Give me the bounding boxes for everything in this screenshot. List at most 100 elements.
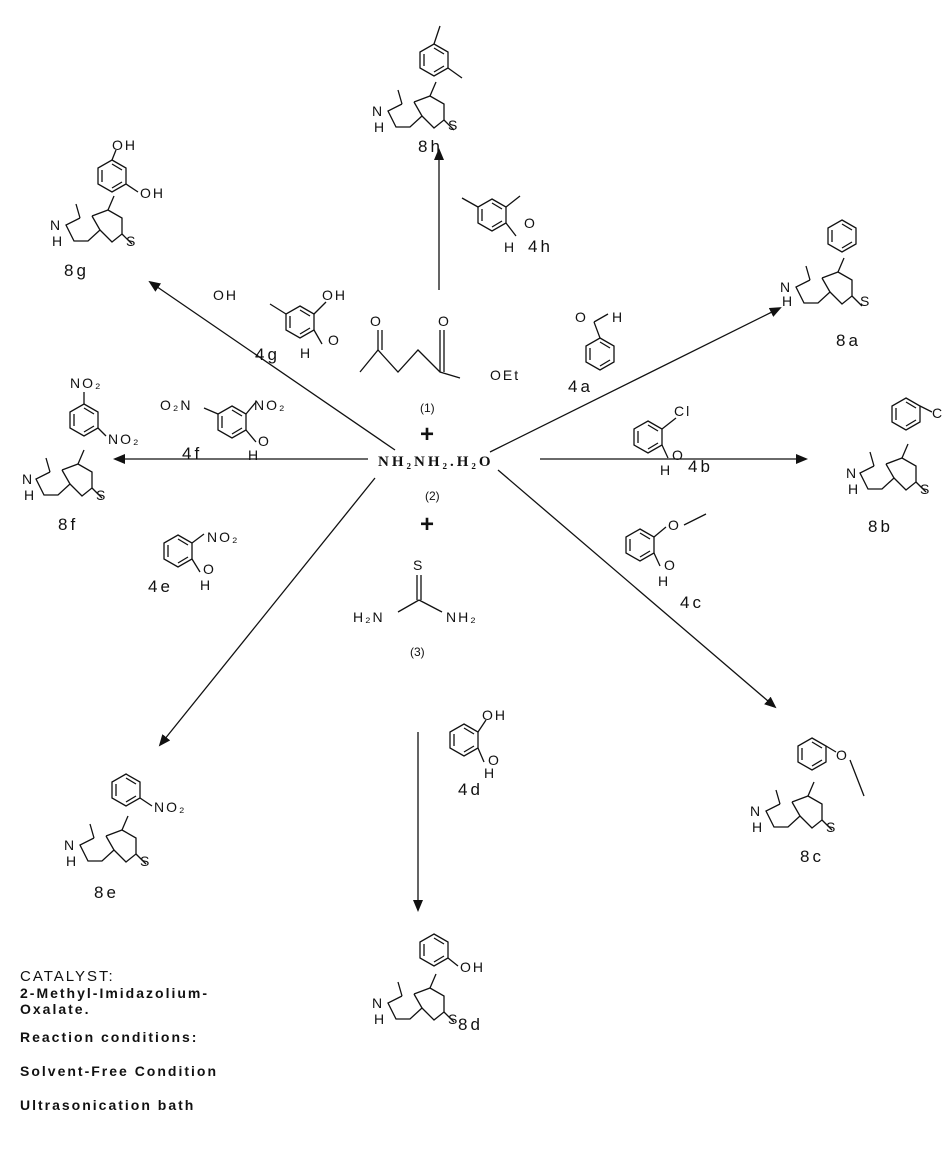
aldehyde-4c-label: 4c xyxy=(680,593,704,612)
conditions-heading: Reaction conditions: xyxy=(20,1029,199,1045)
aldehyde-4f-label: 4f xyxy=(182,444,202,463)
aldehyde-4f-o2n: O₂N xyxy=(160,397,192,413)
aldehyde-4c-o: O xyxy=(668,517,681,533)
plus-sign-2: + xyxy=(420,511,434,538)
aldehyde-4h-structure xyxy=(461,195,521,237)
hydrazine-hydrate: NH₂NH₂.H₂O xyxy=(378,454,494,470)
product-8b-n: N xyxy=(846,465,858,481)
product-8f-no2: NO₂ xyxy=(108,431,140,447)
ester-ketone-o: O xyxy=(370,313,383,329)
plus-sign-1: + xyxy=(420,421,434,448)
catalyst-name-line-2: Oxalate. xyxy=(20,1001,91,1017)
product-8g-structure xyxy=(65,149,139,245)
thiourea-s: S xyxy=(413,557,424,573)
aldehyde-4a-label: 4a xyxy=(568,377,593,396)
thiourea-nh2-left: H₂N xyxy=(353,609,385,625)
aldehyde-4f-o: O xyxy=(258,433,271,449)
product-8b-h: H xyxy=(848,481,860,497)
product-8f-s: S xyxy=(96,487,107,503)
arrow-to-8c xyxy=(497,469,777,709)
aldehyde-4d-oh: OH xyxy=(482,707,507,723)
thiourea-nh2-right: NH₂ xyxy=(446,609,478,625)
reagent-1-label: (1) xyxy=(420,401,435,415)
ester-carbonyl-o: O xyxy=(438,313,451,329)
product-8d-s: S xyxy=(448,1011,459,1027)
product-8d-label: 8d xyxy=(458,1015,483,1034)
product-8f-n: N xyxy=(22,471,34,487)
product-8d-oh: OH xyxy=(460,959,485,975)
aldehyde-4a-h: H xyxy=(612,309,624,325)
ethyl-acetoacetate-structure xyxy=(359,330,461,379)
product-8a-s: S xyxy=(860,293,871,309)
product-8g-s: S xyxy=(126,233,137,249)
product-8c-structure xyxy=(765,737,865,831)
aldehyde-4c-structure xyxy=(625,513,707,567)
product-8e-no2: NO₂ xyxy=(154,799,186,815)
arrow-to-8e xyxy=(158,477,376,747)
aldehyde-4g-h: H xyxy=(300,345,312,361)
ester-oet: OEt xyxy=(490,367,520,383)
product-8d-structure xyxy=(387,933,459,1023)
reagent-2-label: (2) xyxy=(425,489,440,503)
aldehyde-4e-no2: NO₂ xyxy=(207,529,239,545)
aldehyde-4a-structure xyxy=(585,313,615,371)
aldehyde-4e-structure xyxy=(163,533,205,573)
thiourea-structure xyxy=(397,575,443,613)
product-8c-o: O xyxy=(836,747,849,763)
aldehyde-4e-h: H xyxy=(200,577,212,593)
aldehyde-4g-structure xyxy=(269,301,327,345)
product-8g-n: N xyxy=(50,217,62,233)
aldehyde-4b-h: H xyxy=(660,462,672,478)
product-8e-structure xyxy=(79,773,153,865)
aldehyde-4g-ho: OH xyxy=(213,287,238,303)
aldehyde-4e-o: O xyxy=(203,561,216,577)
product-8e-h: H xyxy=(66,853,78,869)
product-8e-s: S xyxy=(140,853,151,869)
aldehyde-4h-o: O xyxy=(524,215,537,231)
aldehyde-4d-o: O xyxy=(488,752,501,768)
product-8g-oh-top: OH xyxy=(112,137,137,153)
aldehyde-4h-label: 4h xyxy=(528,237,553,256)
aldehyde-4a-o: O xyxy=(575,309,588,325)
product-8h-label: 8h xyxy=(418,137,443,156)
product-8b-c: C xyxy=(932,405,944,421)
aldehyde-4d-structure xyxy=(449,719,487,763)
aldehyde-4g-oh: OH xyxy=(322,287,347,303)
reaction-notes: CATALYST: 2-Methyl-Imidazolium- Oxalate.… xyxy=(20,968,218,1113)
product-8e-n: N xyxy=(64,837,76,853)
product-8c-n: N xyxy=(750,803,762,819)
aldehyde-4g-o: O xyxy=(328,332,341,348)
product-8f-no2-top: NO₂ xyxy=(70,375,102,391)
product-8b-structure xyxy=(859,397,933,493)
product-8h-h: H xyxy=(374,119,386,135)
aldehyde-4b-label: 4b xyxy=(688,457,713,476)
aldehyde-4f-no2: NO₂ xyxy=(254,397,286,413)
aldehyde-4b-o: O xyxy=(672,447,685,463)
aldehyde-4e-label: 4e xyxy=(148,577,173,596)
product-8a-structure xyxy=(795,219,863,307)
product-8a-h: H xyxy=(782,293,794,309)
aldehyde-4h-h: H xyxy=(504,239,516,255)
product-8a-n: N xyxy=(780,279,792,295)
product-8a-label: 8a xyxy=(836,331,861,350)
arrow-to-8a xyxy=(489,307,782,453)
product-8f-structure xyxy=(35,392,107,499)
aldehyde-4b-cl: Cl xyxy=(674,403,691,419)
catalyst-name-line-1: 2-Methyl-Imidazolium- xyxy=(20,985,210,1001)
product-8c-h: H xyxy=(752,819,764,835)
product-8c-s: S xyxy=(826,819,837,835)
aldehyde-4d-h: H xyxy=(484,765,496,781)
aldehyde-4f-structure xyxy=(203,401,257,443)
aldehyde-4d-label: 4d xyxy=(458,780,483,799)
product-8g-oh: OH xyxy=(140,185,165,201)
aldehyde-4g-label: 4g xyxy=(255,345,280,364)
product-8b-label: 8b xyxy=(868,517,893,536)
product-8g-label: 8g xyxy=(64,261,89,280)
product-8d-h: H xyxy=(374,1011,386,1027)
aldehyde-4c-cho-o: O xyxy=(664,557,677,573)
product-8d-n: N xyxy=(372,995,384,1011)
catalyst-heading: CATALYST: xyxy=(20,968,115,985)
condition-solvent-free: Solvent-Free Condition xyxy=(20,1063,218,1079)
